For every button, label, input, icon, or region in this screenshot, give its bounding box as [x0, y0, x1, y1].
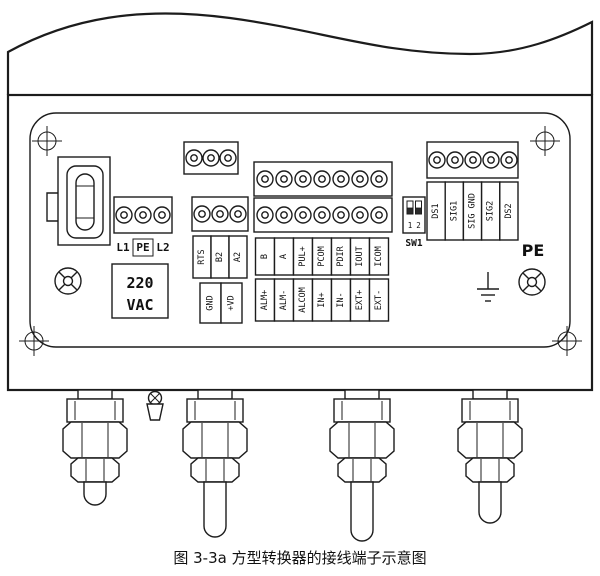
terminal-screw [370, 170, 388, 188]
terminal-screw [202, 149, 220, 167]
io-label: ALM- [279, 290, 289, 310]
terminal-screw [351, 170, 369, 188]
signal-label: SIG1 [449, 201, 459, 221]
earth-ground-icon [477, 272, 499, 302]
terminal-screw [351, 206, 369, 224]
io-terminal-block-upper [253, 161, 393, 197]
io-label: ALM+ [260, 290, 270, 310]
comm-label: RTS [197, 249, 207, 264]
io-label: IN- [336, 292, 346, 307]
terminal-screw [332, 170, 350, 188]
io-label: IN+ [317, 292, 327, 307]
panel-screw-left [54, 267, 82, 295]
io-label: EXT+ [355, 290, 365, 310]
io-label: ICOM [374, 246, 384, 266]
io-labels-lower: ALM+ ALM- ALCOM IN+ IN- EXT+ EXT- [254, 278, 390, 322]
terminal-screw [313, 170, 331, 188]
comm-label: B2 [215, 252, 225, 262]
cable-gland-2 [182, 389, 248, 538]
aux-label: +VD [227, 295, 237, 310]
cable [203, 481, 227, 538]
signal-label: DS2 [504, 203, 514, 218]
terminal-screw [294, 170, 312, 188]
cable [83, 481, 107, 506]
terminal-screw [153, 206, 171, 224]
io-labels-upper: B A PUL+ PCOM PDIR IOUT ICOM [254, 237, 390, 276]
signal-label: DS1 [431, 203, 441, 218]
aux-label: GND [206, 295, 216, 310]
alignment-target [31, 125, 63, 157]
signal-label: SIG2 [486, 201, 496, 221]
terminal-screw [256, 170, 274, 188]
power-terminal-block: L1 PE L2 220 VAC [111, 196, 173, 319]
terminal-screw [193, 205, 211, 223]
terminal-screw [256, 206, 274, 224]
cable [478, 481, 502, 524]
io-label: A [279, 254, 289, 259]
comm-terminal-block: RTS B2 A2 GND +VD [191, 196, 249, 324]
dip-switch-label: SW1 [405, 238, 422, 249]
io-label: ALCOM [298, 287, 308, 313]
io-label: B [260, 254, 270, 259]
io-label: PDIR [336, 245, 346, 266]
terminal-screw [446, 151, 464, 169]
io-label: IOUT [355, 246, 365, 266]
dip-pos-1: 1 [408, 221, 413, 230]
cable-gland-1 [62, 389, 128, 506]
terminal-screw [211, 205, 229, 223]
cable-gland-3 [329, 389, 395, 542]
terminal-screw [294, 206, 312, 224]
terminal-screw [275, 170, 293, 188]
terminal-screw [313, 206, 331, 224]
io-label: PUL+ [298, 246, 308, 266]
cable-gland-4 [457, 389, 523, 524]
comm-label: A2 [233, 252, 243, 262]
terminal-screw [464, 151, 482, 169]
alignment-target [18, 325, 50, 357]
terminal-screw [229, 205, 247, 223]
cable [350, 481, 374, 542]
enclosure-outline [6, 12, 594, 392]
power-label-pe: PE [136, 241, 149, 254]
terminal-screw [500, 151, 518, 169]
signal-label: SIG GND [468, 193, 478, 229]
alignment-target [551, 325, 583, 357]
terminal-screw [115, 206, 133, 224]
voltage-rating-box [111, 263, 169, 319]
terminal-screw [482, 151, 500, 169]
power-label-l1: L1 [116, 241, 130, 254]
io-label: PCOM [317, 246, 327, 266]
vent-plug [146, 390, 164, 421]
terminal-screw [185, 149, 203, 167]
fuse-holder [46, 156, 111, 246]
pe-label: PE [522, 241, 545, 260]
voltage-unit: VAC [126, 296, 153, 314]
power-label-l2: L2 [156, 241, 169, 254]
terminal-screw [219, 149, 237, 167]
terminal-screw [428, 151, 446, 169]
terminal-screw [134, 206, 152, 224]
signal-terminal-block: DS1 SIG1 SIG GND SIG2 DS2 [426, 141, 519, 241]
voltage-value: 220 [126, 274, 153, 292]
panel-screw-right [518, 268, 546, 296]
terminal-panel [29, 112, 571, 348]
io-terminal-block-lower [253, 197, 393, 233]
terminal-screw [370, 206, 388, 224]
terminal-screw [332, 206, 350, 224]
dip-pos-2: 2 [416, 221, 421, 230]
dip-switch: 1 2 SW1 [402, 196, 426, 249]
upper-terminal-block [183, 141, 239, 175]
io-label: EXT- [374, 290, 384, 310]
terminal-screw [275, 206, 293, 224]
figure-caption: 图 3-3a 方型转换器的接线端子示意图 [173, 549, 426, 567]
alignment-target [529, 125, 561, 157]
